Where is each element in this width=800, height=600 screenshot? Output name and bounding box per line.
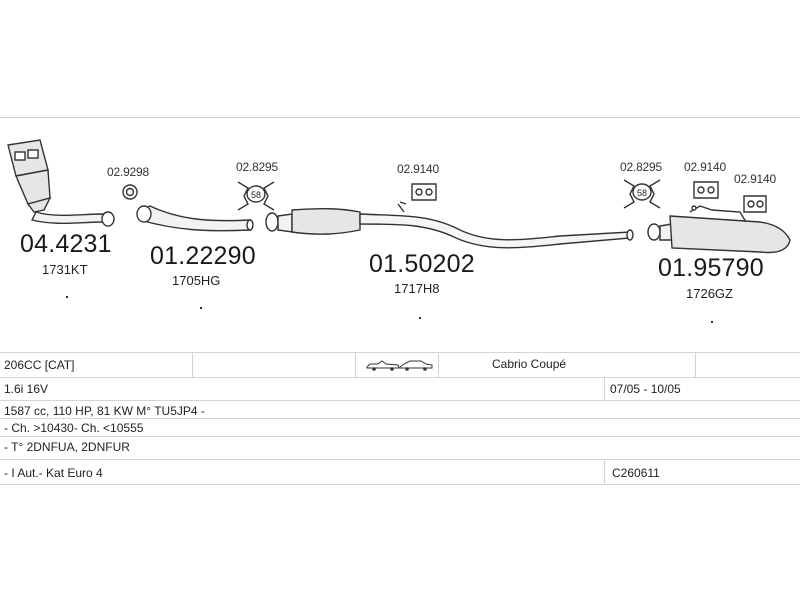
middle-silencer-part[interactable] bbox=[265, 201, 634, 249]
position-dot bbox=[66, 296, 68, 298]
part-reference: 1717H8 bbox=[394, 281, 440, 296]
part-reference: 1705HG bbox=[172, 273, 221, 288]
position-dot bbox=[711, 321, 713, 323]
column-divider bbox=[355, 353, 356, 377]
accessory-code[interactable]: 02.9298 bbox=[107, 165, 149, 179]
engine-specs: 1587 cc, 110 HP, 81 KW M° TU5JP4 - bbox=[4, 404, 205, 418]
clamp-badge-text: 58 bbox=[637, 188, 647, 198]
body-type: Cabrio Coupé bbox=[492, 357, 567, 371]
top-divider bbox=[0, 117, 800, 118]
column-divider bbox=[695, 353, 696, 377]
engine: 1.6i 16V bbox=[4, 382, 49, 396]
car-coupe-icon bbox=[399, 359, 433, 374]
exhaust-system-drawing: 58 58 bbox=[7, 139, 791, 254]
table-row: 1587 cc, 110 HP, 81 KW M° TU5JP4 - bbox=[0, 401, 800, 419]
production-period: 07/05 - 10/05 bbox=[610, 382, 681, 396]
accessory-code[interactable]: 02.9140 bbox=[397, 162, 439, 176]
hanger-rubber-icon[interactable] bbox=[693, 181, 719, 199]
column-divider bbox=[604, 377, 605, 400]
part-reference: 1731KT bbox=[42, 262, 88, 277]
chassis-range: - Ch. >10430- Ch. <10555 bbox=[4, 421, 144, 435]
part-code[interactable]: 04.4231 bbox=[20, 230, 112, 258]
accessory-code[interactable]: 02.9140 bbox=[684, 160, 726, 174]
type-codes: - T° 2DNFUA, 2DNFUR bbox=[4, 440, 130, 454]
part-code[interactable]: 01.22290 bbox=[150, 242, 256, 270]
accessory-code[interactable]: 02.8295 bbox=[236, 160, 278, 174]
vehicle-model: 206CC [CAT] bbox=[4, 358, 75, 372]
table-row: - I Aut.- Kat Euro 4 C260611 bbox=[0, 460, 800, 485]
table-row: - T° 2DNFUA, 2DNFUR bbox=[0, 437, 800, 460]
position-dot bbox=[200, 307, 202, 309]
catalytic-converter-part[interactable] bbox=[7, 139, 115, 227]
hanger-rubber-icon[interactable] bbox=[743, 195, 767, 213]
column-divider bbox=[192, 353, 193, 377]
gasket-ring-icon[interactable] bbox=[122, 184, 138, 200]
accessory-code[interactable]: 02.8295 bbox=[620, 160, 662, 174]
front-pipe-part[interactable] bbox=[136, 205, 254, 232]
column-divider bbox=[604, 460, 605, 484]
position-dot bbox=[419, 317, 421, 319]
car-cabrio-icon bbox=[366, 359, 400, 374]
clamp-58-icon[interactable] bbox=[237, 181, 275, 211]
rear-silencer-part[interactable] bbox=[647, 205, 791, 254]
part-reference: 1726GZ bbox=[686, 286, 733, 301]
table-row: 206CC [CAT] Cabrio Coupé bbox=[0, 352, 800, 378]
clamp-badge-text: 58 bbox=[251, 190, 261, 200]
transmission-emission: - I Aut.- Kat Euro 4 bbox=[4, 466, 103, 480]
table-row: - Ch. >10430- Ch. <10555 bbox=[0, 419, 800, 437]
table-row: 1.6i 16V 07/05 - 10/05 bbox=[0, 377, 800, 401]
catalog-code: C260611 bbox=[612, 466, 660, 480]
hanger-rubber-icon[interactable] bbox=[411, 183, 437, 201]
part-code[interactable]: 01.95790 bbox=[658, 254, 764, 282]
part-code[interactable]: 01.50202 bbox=[369, 250, 475, 278]
clamp-58-icon[interactable] bbox=[623, 179, 661, 209]
accessory-code[interactable]: 02.9140 bbox=[734, 172, 776, 186]
column-divider bbox=[438, 353, 439, 377]
